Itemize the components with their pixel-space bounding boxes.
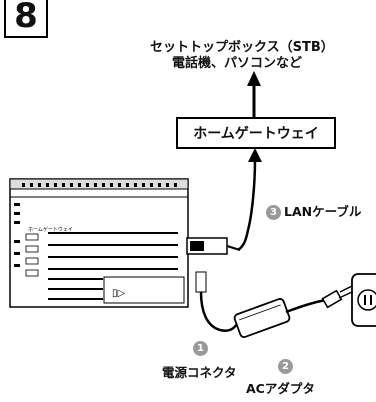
badge-1-wrap: 1: [193, 338, 211, 357]
router-device: ▯▷ ホームゲートウェイ: [9, 178, 189, 308]
home-gateway-box: ホームゲートウェイ: [176, 117, 336, 149]
badge-2-wrap: 2: [278, 356, 296, 375]
badge-3: 3: [266, 205, 281, 220]
ac-adapter-label: ACアダプタ: [246, 381, 315, 396]
power-connector-label: 電源コネクタ: [162, 365, 237, 380]
svg-text:▯▷: ▯▷: [112, 288, 126, 299]
stb-label-line1: セットトップボックス（STB）: [150, 40, 334, 55]
step-number-box: 8: [4, 0, 48, 38]
stb-label-line2: 電話機、パソコンなど: [172, 56, 303, 71]
device-side-label: ホームゲートウェイ: [28, 226, 73, 233]
step-number: 8: [14, 0, 38, 36]
arrow-to-gateway: [237, 148, 262, 252]
badge-1: 1: [193, 341, 208, 356]
badge-2: 2: [278, 359, 293, 374]
wall-outlet: [351, 273, 376, 327]
arrow-to-stb: [247, 71, 261, 117]
lan-connector: [186, 237, 241, 255]
lan-cable-text: LANケーブル: [284, 204, 362, 219]
power-cable: [195, 271, 353, 338]
